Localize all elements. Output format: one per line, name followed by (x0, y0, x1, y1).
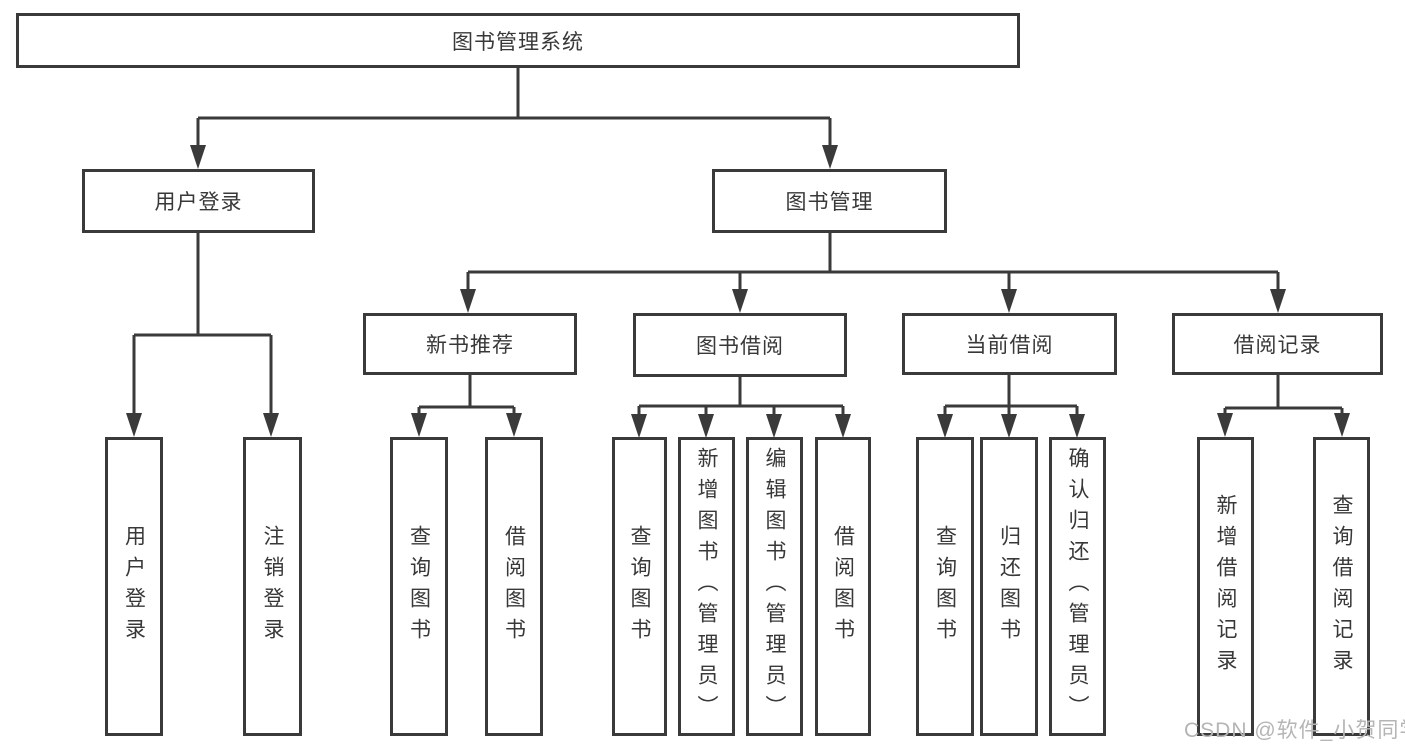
leaf-user-login: 用户登录 (105, 437, 163, 736)
leaf-current-query-books: 查询图书 (916, 437, 974, 736)
node-user-login: 用户登录 (82, 169, 315, 233)
node-borrowing-records: 借阅记录 (1172, 313, 1383, 375)
node-book-borrowing: 图书借阅 (633, 313, 847, 377)
leaf-label: 借阅图书 (502, 524, 526, 649)
leaf-recommend-borrow-books: 借阅图书 (485, 437, 543, 736)
node-label: 图书借阅 (696, 335, 784, 358)
leaf-recommend-query-books: 查询图书 (390, 437, 448, 736)
leaf-logout: 注销登录 (243, 437, 302, 736)
leaf-confirm-return-admin: 确认归还（管理员） (1049, 437, 1106, 736)
node-label: 当前借阅 (965, 334, 1054, 357)
leaf-edit-books-admin: 编辑图书（管理员） (746, 437, 803, 736)
leaf-label: 注销登录 (261, 524, 284, 649)
node-book-management: 图书管理 (712, 169, 947, 233)
csdn-watermark: CSDN @软件_小贺同学 (1184, 719, 1405, 742)
leaf-add-borrow-record: 新增借阅记录 (1197, 437, 1254, 736)
leaf-label: 新增图书（管理员） (695, 447, 718, 726)
leaf-borrow-books: 借阅图书 (815, 437, 871, 736)
leaf-query-borrow-record: 查询借阅记录 (1313, 437, 1370, 736)
node-label: 图书管理系统 (452, 30, 584, 54)
node-new-book-recommendation: 新书推荐 (363, 313, 577, 375)
leaf-label: 编辑图书（管理员） (763, 447, 786, 726)
leaf-label: 查询图书 (933, 524, 957, 649)
leaf-add-books-admin: 新增图书（管理员） (678, 437, 735, 736)
node-label: 借阅记录 (1233, 334, 1322, 357)
node-library-management-system: 图书管理系统 (16, 13, 1020, 68)
leaf-label: 查询图书 (628, 524, 651, 649)
leaf-label: 查询图书 (407, 524, 431, 649)
leaf-label: 查询借阅记录 (1330, 493, 1353, 680)
node-label: 新书推荐 (426, 334, 514, 357)
leaf-label: 借阅图书 (831, 524, 855, 649)
leaf-label: 归还图书 (997, 524, 1021, 649)
node-label: 图书管理 (785, 191, 874, 214)
leaf-label: 新增借阅记录 (1214, 493, 1237, 680)
node-current-borrowing: 当前借阅 (902, 313, 1117, 375)
leaf-borrowing-query-books: 查询图书 (612, 437, 667, 736)
leaf-return-books: 归还图书 (980, 437, 1038, 736)
leaf-label: 确认归还（管理员） (1066, 447, 1089, 726)
node-label: 用户登录 (154, 191, 243, 214)
leaf-label: 用户登录 (122, 524, 146, 649)
